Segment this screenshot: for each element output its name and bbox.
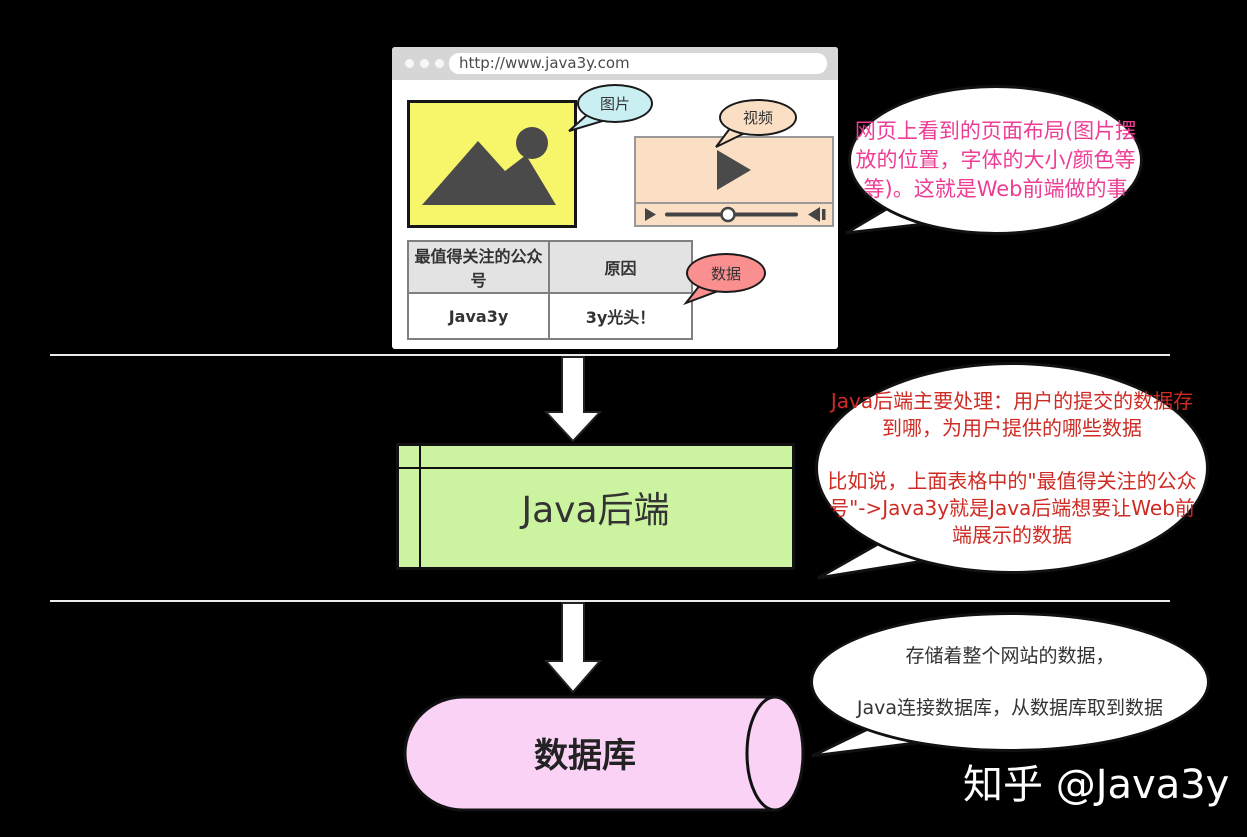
database-callout-line: 存储着整个网站的数据， (905, 645, 1115, 667)
volume-icon[interactable] (808, 207, 820, 222)
window-dot-icon[interactable] (435, 59, 444, 68)
url-input[interactable]: http://www.java3y.com (449, 53, 827, 74)
database-cylinder-cap (745, 695, 805, 812)
database-node-label: 数据库 (534, 736, 636, 776)
table-header-row: 最值得关注的公众号 原因 (407, 240, 693, 294)
backend-callout-line: 端展示的数据 (952, 522, 1072, 547)
video-label-bubble: 视频 (719, 99, 797, 136)
window-dot-icon[interactable] (420, 59, 429, 68)
backend-callout-line: 号"->Java3y就是Java后端想要让Web前 (829, 495, 1195, 520)
image-placeholder (407, 100, 577, 228)
play-small-icon[interactable] (645, 208, 656, 221)
section-divider (50, 354, 1170, 356)
mountain-image-icon (422, 127, 556, 205)
video-screen[interactable] (636, 138, 832, 202)
database-callout-bubble: 存储着整个网站的数据， Java连接数据库，从数据库取到数据 (810, 612, 1210, 752)
backend-node (396, 443, 795, 570)
arrow-frontend-to-backend (543, 356, 603, 443)
image-label-bubble: 图片 (577, 84, 653, 123)
backend-callout-bubble: Java后端主要处理：用户的提交的数据存 到哪，为用户提供的哪些数据 比如说，上… (815, 362, 1209, 574)
table-cell: 3y光头！ (548, 292, 693, 340)
backend-callout-line: Java后端主要处理：用户的提交的数据存 (830, 388, 1194, 413)
frontend-callout-line: 放的位置，字体的大小/颜色等 (855, 147, 1136, 172)
table-header-cell: 原因 (548, 240, 693, 294)
play-icon[interactable] (716, 149, 752, 191)
backend-node-label: Java后端 (521, 489, 670, 531)
video-controls-icons (645, 206, 826, 223)
progress-knob[interactable] (720, 206, 736, 223)
backend-frame-vline (419, 446, 421, 567)
frontend-callout-bubble: 网页上看到的页面布局(图片摆 放的位置，字体的大小/颜色等 等)。这就是Web前… (848, 85, 1143, 235)
database-callout-line: Java连接数据库，从数据库取到数据 (856, 697, 1164, 719)
frontend-callout-line: 网页上看到的页面布局(图片摆 (854, 118, 1137, 143)
sun-shape (516, 127, 548, 159)
backend-frame-hline (399, 467, 792, 469)
data-label-bubble: 数据 (686, 253, 766, 293)
table-header-cell: 最值得关注的公众号 (407, 240, 550, 294)
browser-titlebar: http://www.java3y.com (392, 47, 838, 80)
table-row: Java3y 3y光头！ (407, 292, 693, 340)
backend-callout-line: 比如说，上面表格中的"最值得关注的公众 (827, 468, 1197, 493)
mountain-shape (422, 141, 556, 205)
window-dot-icon[interactable] (405, 59, 414, 68)
video-controls (636, 202, 832, 225)
frontend-callout-line: 等)。这就是Web前端做的事 (863, 176, 1128, 201)
section-divider (50, 600, 1170, 602)
volume-bar-icon[interactable] (822, 209, 826, 220)
table-cell: Java3y (407, 292, 550, 340)
backend-callout-line: 到哪，为用户提供的哪些数据 (882, 415, 1142, 440)
arrow-backend-to-database (543, 602, 603, 694)
video-player (634, 136, 834, 227)
watermark-text: 知乎 @Java3y (963, 762, 1230, 808)
content-table: 最值得关注的公众号 原因 Java3y 3y光头！ (407, 240, 693, 340)
